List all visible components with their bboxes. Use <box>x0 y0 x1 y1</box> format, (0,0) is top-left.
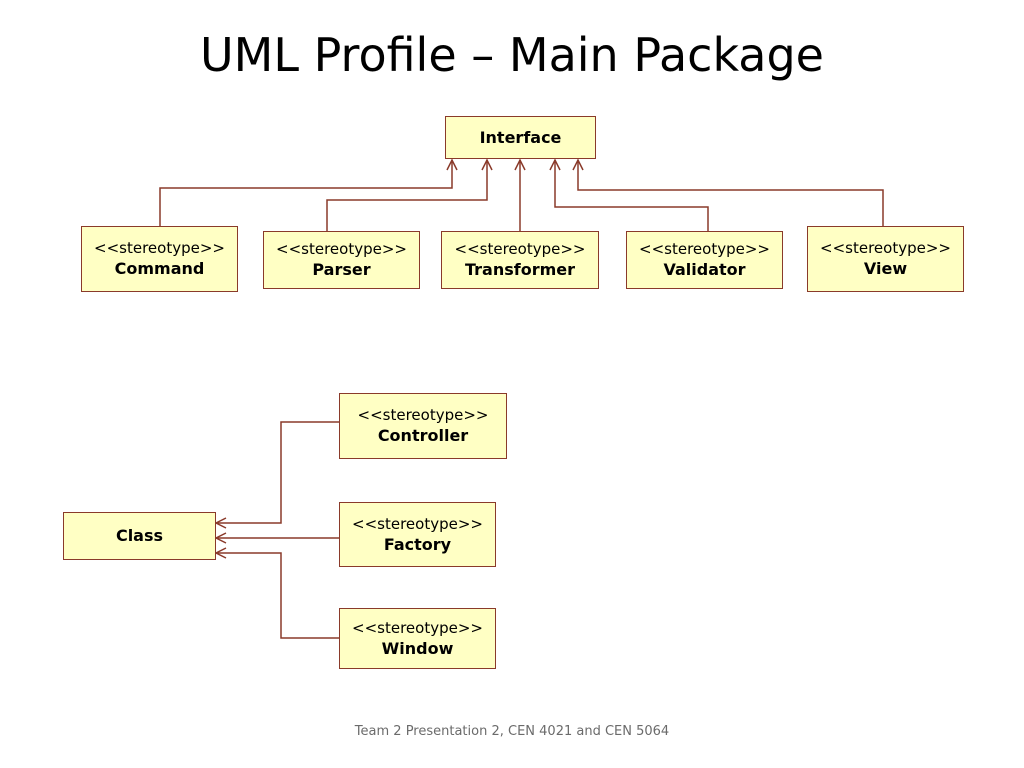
view-box: <<stereotype>> View <box>807 226 964 292</box>
window-box: <<stereotype>> Window <box>339 608 496 669</box>
parser-name: Parser <box>312 260 371 279</box>
connector-parser <box>326 160 488 231</box>
parser-box: <<stereotype>> Parser <box>263 231 420 289</box>
transformer-box: <<stereotype>> Transformer <box>441 231 599 289</box>
stereotype-label: <<stereotype>> <box>94 239 225 257</box>
controller-box: <<stereotype>> Controller <box>339 393 507 459</box>
validator-name: Validator <box>663 260 746 279</box>
stereotype-label: <<stereotype>> <box>276 240 407 258</box>
interface-box: Interface <box>445 116 596 159</box>
view-name: View <box>863 259 908 278</box>
stereotype-label: <<stereotype>> <box>639 240 770 258</box>
validator-box: <<stereotype>> Validator <box>626 231 783 289</box>
factory-name: Factory <box>383 534 452 554</box>
connector-controller <box>216 421 339 524</box>
connector-window <box>216 552 339 639</box>
factory-box: <<stereotype>> Factory <box>339 502 496 567</box>
stereotype-label: <<stereotype>> <box>454 240 586 258</box>
window-name: Window <box>381 638 454 658</box>
interface-name: Interface <box>479 127 562 147</box>
connector-validator <box>554 160 709 231</box>
transformer-name: Transformer <box>464 260 575 279</box>
slide-footer: Team 2 Presentation 2, CEN 4021 and CEN … <box>354 724 670 739</box>
command-name: Command <box>114 259 205 278</box>
command-box: <<stereotype>> Command <box>81 226 238 292</box>
connector-command <box>159 160 453 226</box>
stereotype-label: <<stereotype>> <box>352 618 483 637</box>
stereotype-label: <<stereotype>> <box>357 406 489 424</box>
stereotype-label: <<stereotype>> <box>352 514 483 533</box>
connector-view <box>577 160 884 226</box>
class-box: Class <box>63 512 216 560</box>
stereotype-label: <<stereotype>> <box>820 239 951 257</box>
class-name: Class <box>115 526 164 545</box>
controller-name: Controller <box>377 426 469 445</box>
slide-title: UML Profile – Main Package <box>200 28 824 82</box>
